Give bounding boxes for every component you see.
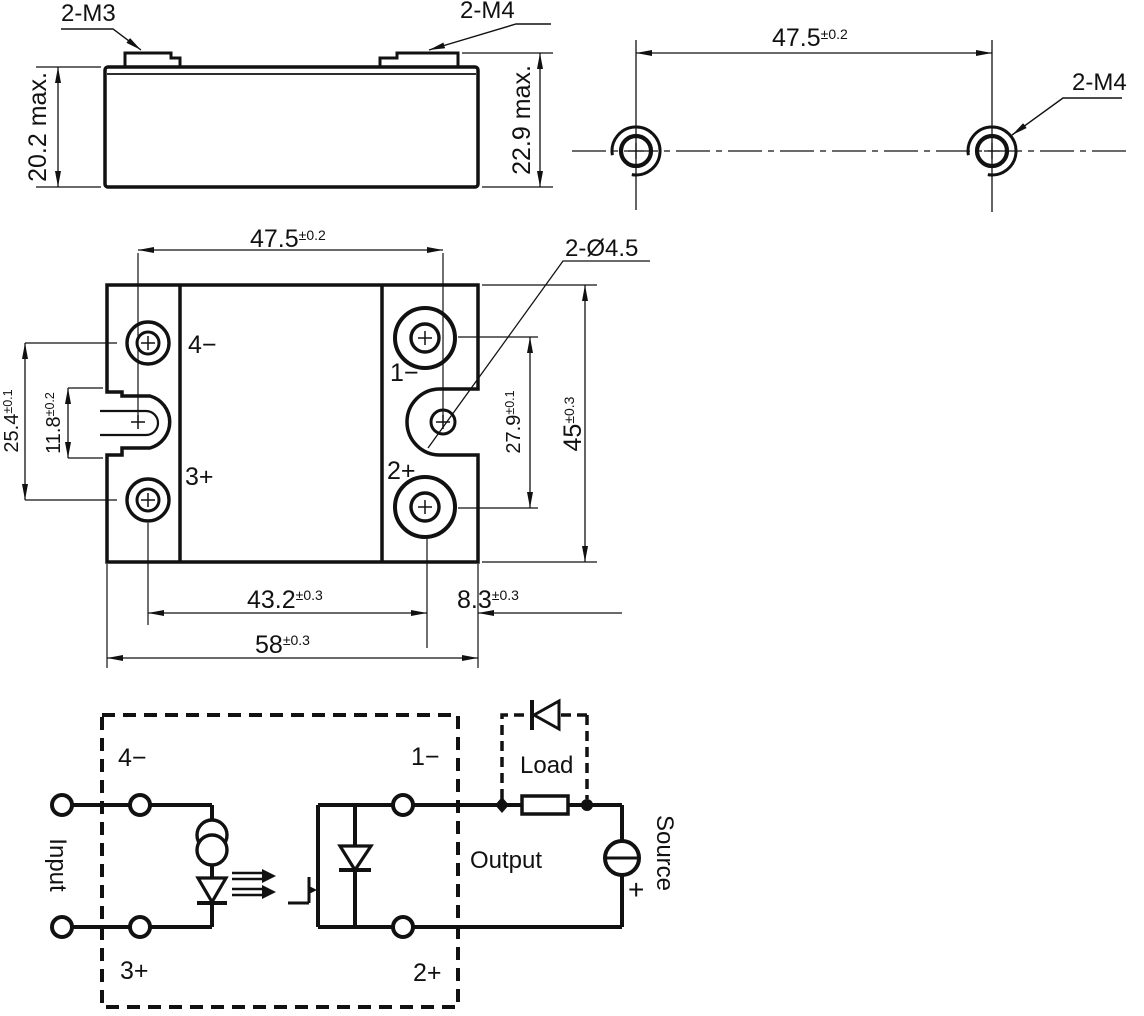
input-pin-4 bbox=[50, 793, 74, 817]
terminal-4-screw bbox=[125, 320, 171, 366]
side-view-terminal-bump-left bbox=[123, 51, 182, 67]
input-label: Input bbox=[44, 838, 71, 892]
output-label: Output bbox=[470, 847, 542, 874]
input-pin-3 bbox=[50, 915, 74, 939]
terminal-2-node bbox=[391, 915, 415, 939]
terminal-1-label: 1− bbox=[390, 359, 419, 387]
top-view-texts: 47.5±0.2 2-Ø4.5 4− 1− 3+ 2+ 25.4±0.1 11.… bbox=[1, 225, 638, 659]
input-wires bbox=[72, 803, 214, 929]
led-icon bbox=[195, 876, 229, 906]
mounting-hole-texts: 47.5±0.2 2-M4 bbox=[772, 24, 1127, 96]
terminal-2-screw bbox=[393, 475, 457, 539]
dim-43-2-text: 43.2±0.3 bbox=[247, 586, 323, 614]
sch-terminal-2-label: 2+ bbox=[413, 959, 442, 987]
dim-58-text: 58±0.3 bbox=[255, 631, 310, 659]
hole-cross-left bbox=[628, 143, 644, 159]
mosfet-icon bbox=[288, 877, 317, 905]
m3-leader-line bbox=[61, 28, 142, 51]
m3-label: 2-M3 bbox=[61, 0, 116, 27]
sch-terminal-4-label: 4− bbox=[118, 744, 147, 772]
dim-total-height-text: 22.9 max. bbox=[508, 65, 536, 175]
terminal-4-screw-inner bbox=[135, 330, 161, 356]
dim-11-8-text: 11.8±0.2 bbox=[43, 392, 65, 454]
sch-terminal-3-label: 3+ bbox=[120, 957, 149, 985]
center-crosses bbox=[131, 331, 450, 514]
dim-45-text: 45±0.3 bbox=[559, 396, 587, 451]
hole-cross-right bbox=[984, 143, 1000, 159]
mounting-hole-view bbox=[572, 40, 1130, 212]
mount-hole-right bbox=[974, 133, 1010, 169]
side-view-texts: 2-M3 2-M4 20.2 max. 22.9 max. bbox=[24, 0, 536, 182]
m4-leader-line bbox=[428, 23, 551, 51]
terminal-1-screw bbox=[393, 306, 457, 370]
hole-callout-text: 2-Ø4.5 bbox=[565, 235, 638, 262]
mount-hole-left-thread bbox=[610, 125, 662, 177]
side-view bbox=[36, 23, 553, 189]
terminal-2-screw-inner bbox=[409, 491, 441, 523]
freewheel-branch-dashed bbox=[500, 713, 589, 799]
dim-25-4-text: 25.4±0.1 bbox=[1, 389, 23, 452]
dim-body-height-text: 20.2 max. bbox=[24, 72, 52, 182]
terminal-3-screw bbox=[125, 477, 171, 523]
side-view-terminal-bump-right bbox=[378, 51, 460, 67]
relay-dashed-outline bbox=[100, 713, 460, 1009]
dim-pitch-text: 47.5±0.2 bbox=[772, 24, 848, 52]
terminal-3-label: 3+ bbox=[185, 463, 214, 491]
node-dot-left bbox=[495, 797, 509, 813]
m4-label-side: 2-M4 bbox=[460, 0, 515, 24]
terminal-2-label: 2+ bbox=[387, 457, 416, 485]
source-polarity-label: + bbox=[628, 874, 644, 905]
m4-leader-line-2 bbox=[1011, 97, 1122, 136]
m4-label-mounting: 2-M4 bbox=[1072, 69, 1127, 96]
terminal-4-label: 4− bbox=[188, 331, 217, 359]
freewheel-diode-icon bbox=[530, 698, 561, 732]
source-label: Source bbox=[651, 815, 678, 891]
schematic-texts: 4− 1− 3+ 2+ Input Output Load Source + bbox=[44, 743, 678, 987]
top-view bbox=[22, 247, 650, 668]
sch-terminal-1-label: 1− bbox=[411, 743, 440, 771]
terminal-3-screw-inner bbox=[135, 487, 161, 513]
terminal-1-node bbox=[391, 793, 415, 817]
load-label: Load bbox=[520, 752, 573, 779]
dim-27-9-text: 27.9±0.1 bbox=[503, 390, 525, 453]
light-arrows-icon bbox=[232, 869, 276, 899]
node-dot-right bbox=[581, 799, 593, 811]
mount-hole-left bbox=[618, 133, 654, 169]
terminal-3-node bbox=[128, 915, 152, 939]
side-view-body bbox=[103, 65, 480, 189]
dim-pitch-top-text: 47.5±0.2 bbox=[250, 225, 326, 253]
body-diode-icon bbox=[337, 844, 374, 873]
schematic bbox=[50, 698, 641, 1009]
mount-hole-right-thread bbox=[966, 125, 1018, 177]
hole-leader-line bbox=[427, 260, 650, 449]
dim-8-3-text: 8.3±0.3 bbox=[457, 586, 519, 614]
terminal-4-node bbox=[128, 793, 152, 817]
mount-slot bbox=[100, 409, 160, 437]
load-resistor-icon bbox=[520, 794, 570, 816]
current-source-icon-2 bbox=[195, 833, 229, 867]
terminal-1-screw-inner bbox=[409, 322, 441, 354]
